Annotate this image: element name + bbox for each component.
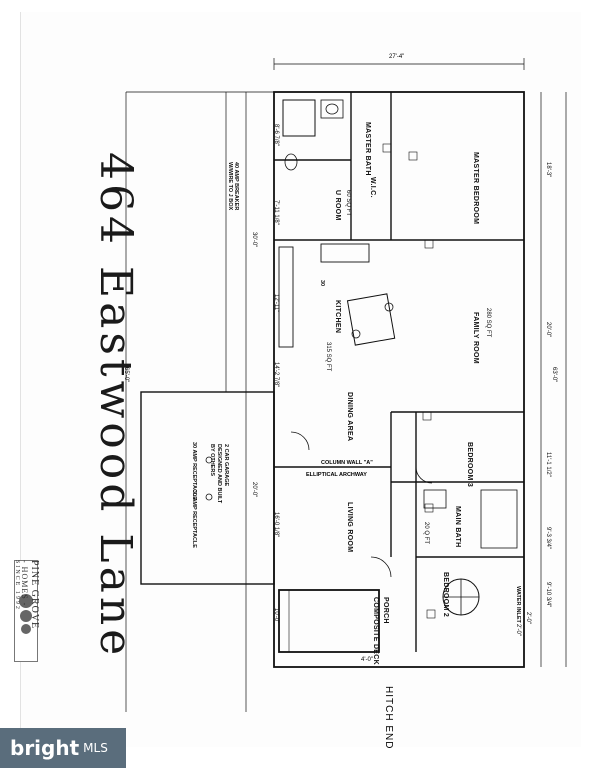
dim-family-room: 20'-0" bbox=[545, 322, 551, 338]
dim-overall-length: 63'-0" bbox=[551, 367, 557, 383]
room-area-utility: 60 SQ FT bbox=[345, 190, 351, 217]
room-label-bedroom-3: BEDROOM 3 bbox=[466, 442, 473, 488]
note-column-wall: COLUMN WALL "A" bbox=[321, 460, 373, 466]
dim-small-2-0: 2'-0" bbox=[515, 624, 521, 636]
dim-overall-width: 27'-4" bbox=[389, 54, 405, 60]
building-outline bbox=[273, 91, 525, 668]
room-label-kitchen: KITCHEN bbox=[334, 300, 341, 334]
room-area-kitchen: 315 SQ FT bbox=[325, 342, 331, 372]
dim-left-4: 14'-2 7/8" bbox=[273, 362, 279, 388]
room-area-main-bath: 20 Q FT bbox=[423, 522, 429, 545]
dim-porch-depth: 4'-0" bbox=[361, 657, 373, 663]
bright-brand: bright bbox=[10, 736, 80, 760]
room-label-wic: W.I.C. bbox=[369, 177, 376, 198]
dim-left-6: 10'-0" bbox=[273, 608, 279, 624]
room-label-living: LIVING ROOM bbox=[346, 502, 353, 553]
floor-plan-sheet: 464 Eastwood Lane MASTER BEDROOM MASTER … bbox=[20, 12, 581, 750]
room-label-dining: DINING AREA bbox=[346, 392, 353, 442]
dim-water-inlet: 2'-0" bbox=[525, 612, 531, 624]
floor-plan-drawing bbox=[125, 58, 567, 712]
dim-left-5: 16'-0 1/8" bbox=[273, 512, 279, 538]
handwritten-address: 464 Eastwood Lane bbox=[90, 152, 141, 660]
note-garage-3: BY OTHERS bbox=[209, 444, 215, 476]
porch-deck-outline bbox=[278, 589, 380, 653]
garage-outline bbox=[140, 391, 275, 585]
room-label-master-bedroom: MASTER BEDROOM bbox=[472, 152, 479, 225]
room-label-family-room: FAMILY ROOM bbox=[472, 312, 479, 364]
dim-left-length: 65'-0" bbox=[123, 367, 129, 383]
room-label-utility: U ROOM bbox=[334, 190, 341, 221]
logo-sub: - HOMES - bbox=[20, 560, 29, 607]
note-hitch-end: HITCH END bbox=[383, 686, 394, 750]
room-area-family-room: 280 SQ FT bbox=[485, 308, 491, 338]
room-label-bedroom-2: BEDROOM 2 bbox=[442, 572, 449, 618]
dim-garage-side2: 20'-0" bbox=[251, 482, 257, 498]
pine-grove-logo-text: PINE GROVE - HOMES - SINCE 1992 bbox=[14, 560, 40, 629]
dim-garage-side: 30'-0" bbox=[251, 232, 257, 248]
room-label-main-bath: MAIN BATH bbox=[454, 506, 461, 548]
logo-name: PINE GROVE bbox=[29, 560, 40, 630]
pine-grove-logo-icon bbox=[14, 560, 38, 662]
note-wire-jbox: W/WIRE TO J BOX bbox=[227, 162, 233, 211]
logo-since: SINCE 1992 bbox=[14, 560, 20, 611]
note-elliptical-archway: ELLIPTICAL ARCHWAY bbox=[306, 472, 367, 478]
dim-bedroom-3: 11'-1 1/2" bbox=[545, 452, 551, 477]
dim-left-3: 12'-11" bbox=[273, 294, 279, 313]
note-garage-1: 2 CAR GARAGE bbox=[223, 444, 229, 487]
note-water-inlet: WATER INLET bbox=[515, 586, 521, 623]
dim-left-1: 8'-6 7/8" bbox=[273, 124, 279, 146]
note-tag-30: 30 bbox=[319, 280, 325, 287]
bright-mls-watermark: bright MLS bbox=[0, 728, 126, 768]
dim-left-2: 7'-11 1/8" bbox=[273, 200, 279, 225]
dim-main-bath: 9'-3 3/4" bbox=[545, 527, 551, 549]
dim-bedroom-2: 9'-10 3/4" bbox=[545, 582, 551, 608]
room-label-composite-deck: COMPOSITE DECK bbox=[372, 597, 379, 665]
room-label-porch: PORCH bbox=[382, 597, 389, 624]
note-garage-2: DESIGNED AND BUILT bbox=[216, 444, 222, 504]
note-breaker: 40 AMP BREAKER bbox=[233, 162, 239, 211]
note-amp-receptacle-2: 30 AMP RECEPTACLE bbox=[191, 490, 197, 548]
bright-mls: MLS bbox=[83, 741, 108, 755]
dim-master-bedroom: 18'-3" bbox=[545, 162, 551, 178]
room-label-master-bath: MASTER BATH bbox=[364, 122, 371, 176]
